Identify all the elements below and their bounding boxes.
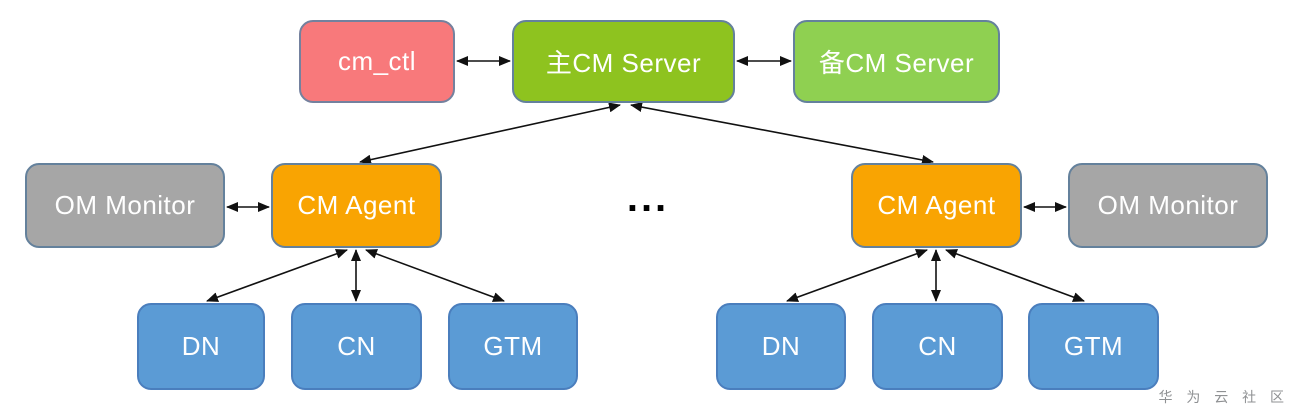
arrow-primary-agent-right: [630, 102, 934, 165]
arrow-agentleft-dn: [206, 249, 348, 302]
node-dn-right: DN: [716, 303, 846, 390]
node-cn-left: CN: [291, 303, 422, 390]
node-primary-cm-server: 主CM Server: [512, 20, 735, 103]
node-gtm-right: GTM: [1028, 303, 1159, 390]
arrow-agentright-dn: [786, 249, 928, 302]
watermark-huawei-cloud-community: 华 为 云 社 区: [1158, 389, 1289, 405]
arrow-agentright-gtm: [945, 249, 1085, 302]
node-cm-ctl: cm_ctl: [299, 20, 455, 103]
node-standby-cm-server: 备CM Server: [793, 20, 1000, 103]
node-om-monitor-left: OM Monitor: [25, 163, 225, 248]
node-dn-left: DN: [137, 303, 265, 390]
node-cm-agent-right: CM Agent: [851, 163, 1022, 248]
arrow-agentleft-gtm: [365, 249, 505, 302]
node-om-monitor-right: OM Monitor: [1068, 163, 1268, 248]
arrow-primary-agent-left: [359, 102, 621, 165]
node-gtm-left: GTM: [448, 303, 578, 390]
ellipsis-more-nodes: ...: [626, 176, 670, 220]
node-cn-right: CN: [872, 303, 1003, 390]
node-cm-agent-left: CM Agent: [271, 163, 442, 248]
